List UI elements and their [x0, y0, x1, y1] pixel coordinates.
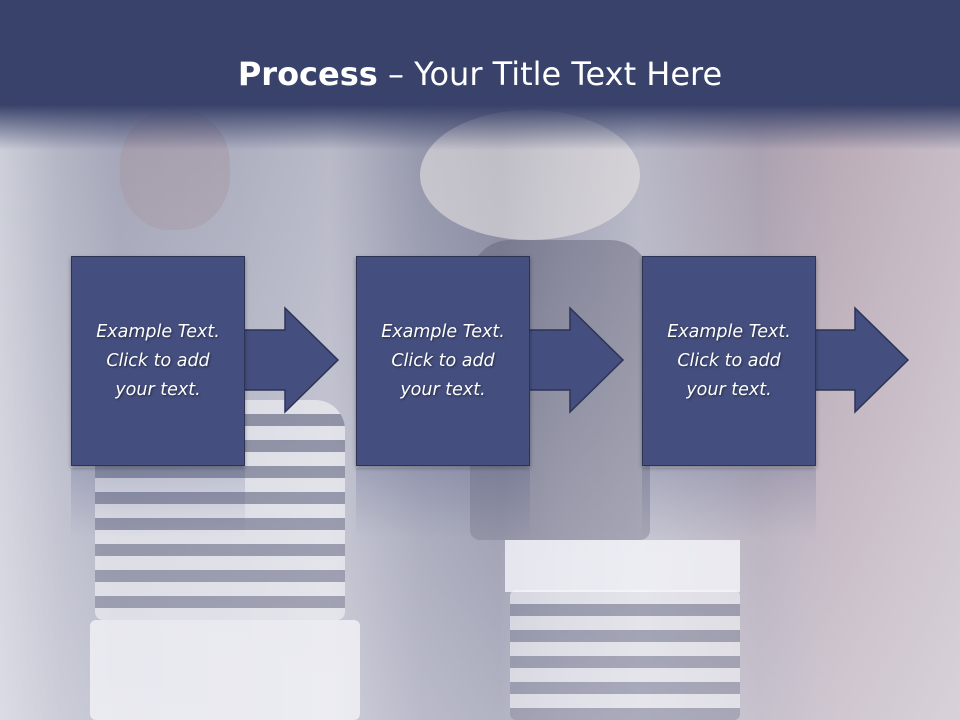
- title-bar: [0, 0, 960, 150]
- background-skirt-band: [505, 540, 740, 592]
- step-2-line-1: Example Text.: [381, 321, 505, 342]
- step-3-text: Example Text. Click to add your text.: [649, 318, 809, 405]
- step-2-reflection: [356, 468, 530, 538]
- step-1-line-1: Example Text.: [96, 321, 220, 342]
- step-2-line-3: your text.: [400, 379, 486, 400]
- step-3-box[interactable]: Example Text. Click to add your text.: [642, 256, 816, 466]
- slide-title[interactable]: Process – Your Title Text Here: [0, 52, 960, 96]
- step-3-line-3: your text.: [686, 379, 772, 400]
- step-3-arrow: [800, 306, 910, 414]
- step-1-arrow: [230, 306, 340, 414]
- title-rest: – Your Title Text Here: [377, 55, 723, 93]
- step-1-text: Example Text. Click to add your text.: [78, 318, 238, 405]
- background-striped-skirt: [510, 590, 740, 720]
- step-3-line-2: Click to add: [677, 350, 781, 371]
- step-1-line-2: Click to add: [106, 350, 210, 371]
- step-1-reflection: [71, 468, 245, 538]
- step-2-arrow: [515, 306, 625, 414]
- title-bold: Process: [237, 55, 378, 93]
- step-2-text: Example Text. Click to add your text.: [363, 318, 523, 405]
- step-2-line-2: Click to add: [391, 350, 495, 371]
- step-2-box[interactable]: Example Text. Click to add your text.: [356, 256, 530, 466]
- step-3-line-1: Example Text.: [667, 321, 791, 342]
- step-1-box[interactable]: Example Text. Click to add your text.: [71, 256, 245, 466]
- background-shorts: [90, 620, 360, 720]
- step-1-line-3: your text.: [115, 379, 201, 400]
- step-3-reflection: [642, 468, 816, 538]
